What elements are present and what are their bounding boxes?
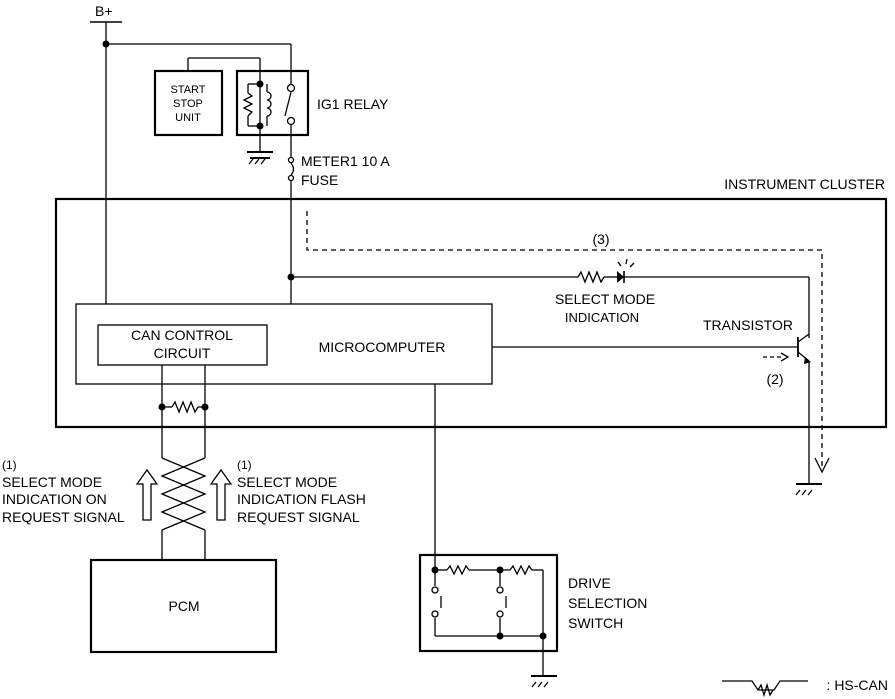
signal-left-label-2: SELECT MODE bbox=[2, 474, 102, 490]
hs-can-legend-symbol bbox=[722, 680, 808, 691]
ig1-relay bbox=[235, 69, 310, 137]
hs-can-legend-label: : HS-CAN bbox=[827, 677, 888, 693]
signal-right-label-1: (1) bbox=[237, 458, 252, 472]
signal-left-label-1: (1) bbox=[2, 458, 17, 472]
signal-right-label-3: INDICATION FLASH bbox=[237, 491, 366, 507]
signal-left-label-3: INDICATION ON bbox=[2, 491, 107, 507]
drive-selection-label-1: DRIVE bbox=[568, 575, 611, 591]
b-plus-label: B+ bbox=[95, 3, 113, 19]
instrument-cluster-label: INSTRUMENT CLUSTER bbox=[724, 176, 885, 192]
pcm-box bbox=[89, 558, 278, 654]
pcm-label: PCM bbox=[168, 598, 199, 614]
signal-left-label-4: REQUEST SIGNAL bbox=[2, 509, 125, 525]
path-2-label: (2) bbox=[766, 371, 783, 387]
path-3-label: (3) bbox=[592, 231, 609, 247]
start-stop-unit-label-3: UNIT bbox=[175, 112, 201, 124]
signal-right-label-4: REQUEST SIGNAL bbox=[237, 509, 360, 525]
transistor-label: TRANSISTOR bbox=[703, 317, 793, 333]
microcomputer-label: MICROCOMPUTER bbox=[319, 339, 446, 355]
drive-selection-label-3: SWITCH bbox=[568, 615, 623, 631]
can-control-label-1: CAN CONTROL bbox=[131, 327, 233, 343]
can-control-circuit-box bbox=[97, 324, 268, 366]
fuse-label-2: FUSE bbox=[301, 172, 338, 188]
fuse-label-1: METER1 10 A bbox=[301, 153, 390, 169]
drive-selection-switch-box bbox=[418, 553, 559, 653]
start-stop-unit-label-1: START bbox=[170, 84, 205, 96]
drive-selection-label-2: SELECTION bbox=[568, 595, 647, 611]
select-mode-label-2: INDICATION bbox=[565, 310, 639, 325]
led-icon bbox=[617, 271, 624, 283]
start-stop-unit-label-2: STOP bbox=[173, 98, 203, 110]
instrument-cluster-box bbox=[54, 197, 888, 429]
can-control-label-2: CIRCUIT bbox=[154, 345, 211, 361]
select-mode-label-1: SELECT MODE bbox=[555, 291, 655, 307]
ig1-relay-label: IG1 RELAY bbox=[317, 96, 389, 112]
signal-right-label-2: SELECT MODE bbox=[237, 474, 337, 490]
microcomputer-box bbox=[75, 303, 493, 385]
